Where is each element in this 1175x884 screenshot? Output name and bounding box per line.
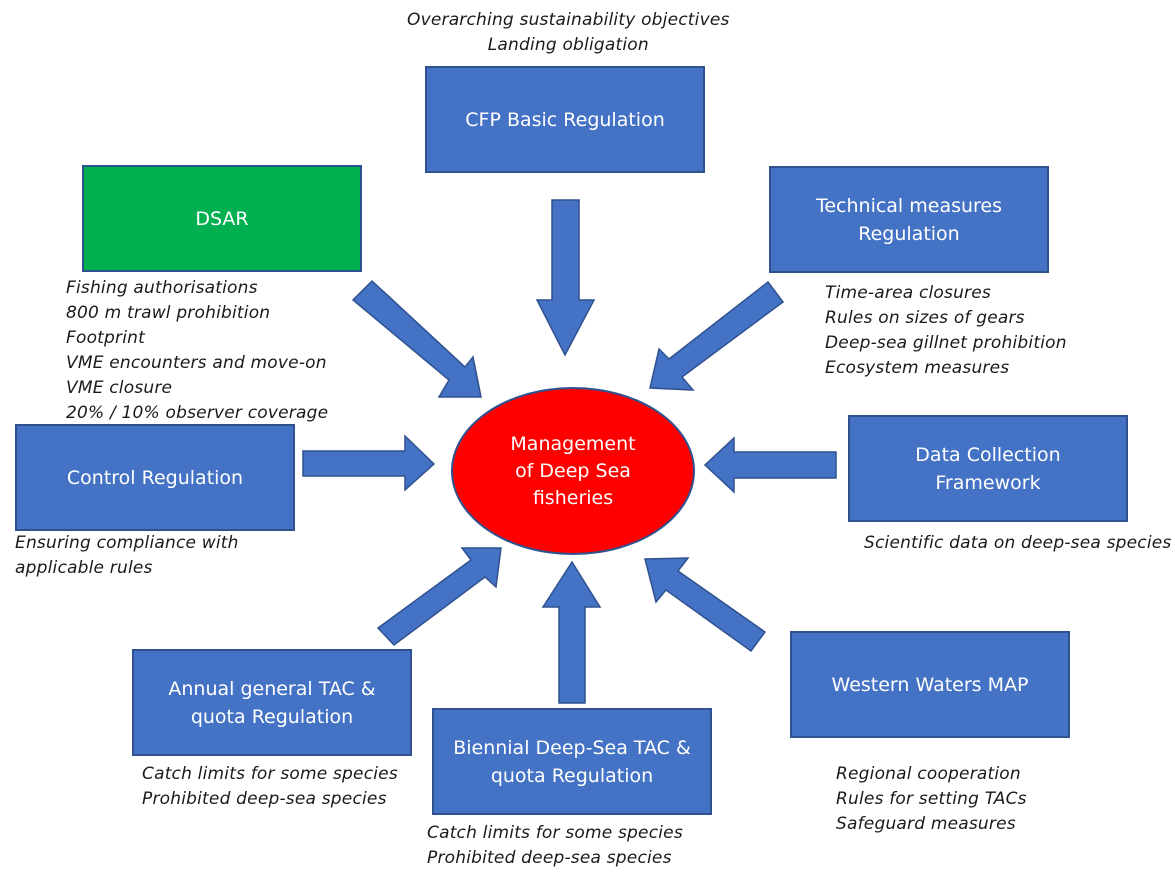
dcf-notes: Scientific data on deep-sea species	[864, 531, 1171, 556]
arrow-dsar	[351, 279, 482, 398]
note-line: VME encounters and move-on	[66, 353, 327, 373]
note-line: Landing obligation	[487, 35, 649, 55]
arrow-control	[302, 434, 436, 492]
data-collection-framework-label: Data Collection Framework	[915, 443, 1061, 494]
annual-tac-label: Annual general TAC & quota Regulation	[168, 677, 376, 728]
technical-notes: Time-area closures Rules on sizes of gea…	[825, 281, 1067, 381]
arrow-technical	[649, 280, 785, 391]
control-regulation-label: Control Regulation	[66, 466, 244, 489]
note-line: 800 m trawl prohibition	[66, 303, 271, 323]
western-waters-notes: Regional cooperation Rules for setting T…	[836, 762, 1027, 837]
biennial-tac-notes: Catch limits for some species Prohibited…	[427, 821, 683, 871]
technical-measures-box: Technical measures Regulation	[769, 166, 1049, 273]
control-regulation-box: Control Regulation	[15, 424, 295, 531]
dsar-box: DSAR	[82, 165, 362, 272]
arrow-cfp	[535, 199, 596, 357]
dsar-notes: Fishing authorisations 800 m trawl prohi…	[66, 276, 328, 426]
note-line: applicable rules	[15, 558, 153, 578]
note-line: Rules for setting TACs	[836, 789, 1027, 809]
note-line: Ensuring compliance with	[15, 533, 239, 553]
note-line: Ecosystem measures	[825, 358, 1010, 378]
cfp-basic-regulation-box: CFP Basic Regulation	[425, 66, 705, 173]
cfp-basic-regulation-label: CFP Basic Regulation	[465, 108, 665, 131]
note-line: Prohibited deep-sea species	[427, 848, 672, 868]
note-line: Footprint	[66, 328, 145, 348]
note-line: Regional cooperation	[836, 764, 1021, 784]
note-line: VME closure	[66, 378, 173, 398]
note-line: Scientific data on deep-sea species	[864, 533, 1172, 553]
biennial-tac-label: Biennial Deep-Sea TAC & quota Regulation	[453, 736, 691, 787]
western-waters-map-label: Western Waters MAP	[831, 673, 1029, 696]
annual-tac-box: Annual general TAC & quota Regulation	[132, 649, 412, 756]
note-line: Fishing authorisations	[66, 278, 258, 298]
dsar-label: DSAR	[195, 207, 249, 230]
arrow-annual-tac	[376, 547, 502, 647]
western-waters-map-box: Western Waters MAP	[790, 631, 1070, 738]
annual-tac-notes: Catch limits for some species Prohibited…	[142, 762, 398, 812]
technical-measures-label: Technical measures Regulation	[815, 194, 1003, 245]
note-line: Time-area closures	[825, 283, 991, 303]
note-line: Deep-sea gillnet prohibition	[825, 333, 1067, 353]
arrow-dcf	[703, 436, 837, 494]
note-line: Rules on sizes of gears	[825, 308, 1025, 328]
note-line: Overarching sustainability objectives	[407, 10, 730, 30]
biennial-tac-box: Biennial Deep-Sea TAC & quota Regulation	[432, 708, 712, 815]
note-line: Safeguard measures	[836, 814, 1016, 834]
arrow-biennial	[541, 560, 602, 704]
data-collection-framework-box: Data Collection Framework	[848, 415, 1128, 522]
note-line: Prohibited deep-sea species	[142, 789, 387, 809]
management-deep-sea-label: Management of Deep Sea fisheries	[510, 432, 636, 509]
cfp-notes: Overarching sustainability objectives La…	[407, 8, 730, 58]
note-line: Catch limits for some species	[427, 823, 683, 843]
management-deep-sea-ellipse: Management of Deep Sea fisheries	[451, 387, 695, 555]
arrow-western-waters	[644, 557, 767, 653]
note-line: Catch limits for some species	[142, 764, 398, 784]
control-notes: Ensuring compliance with applicable rule…	[15, 531, 239, 581]
note-line: 20% / 10% observer coverage	[66, 403, 329, 423]
